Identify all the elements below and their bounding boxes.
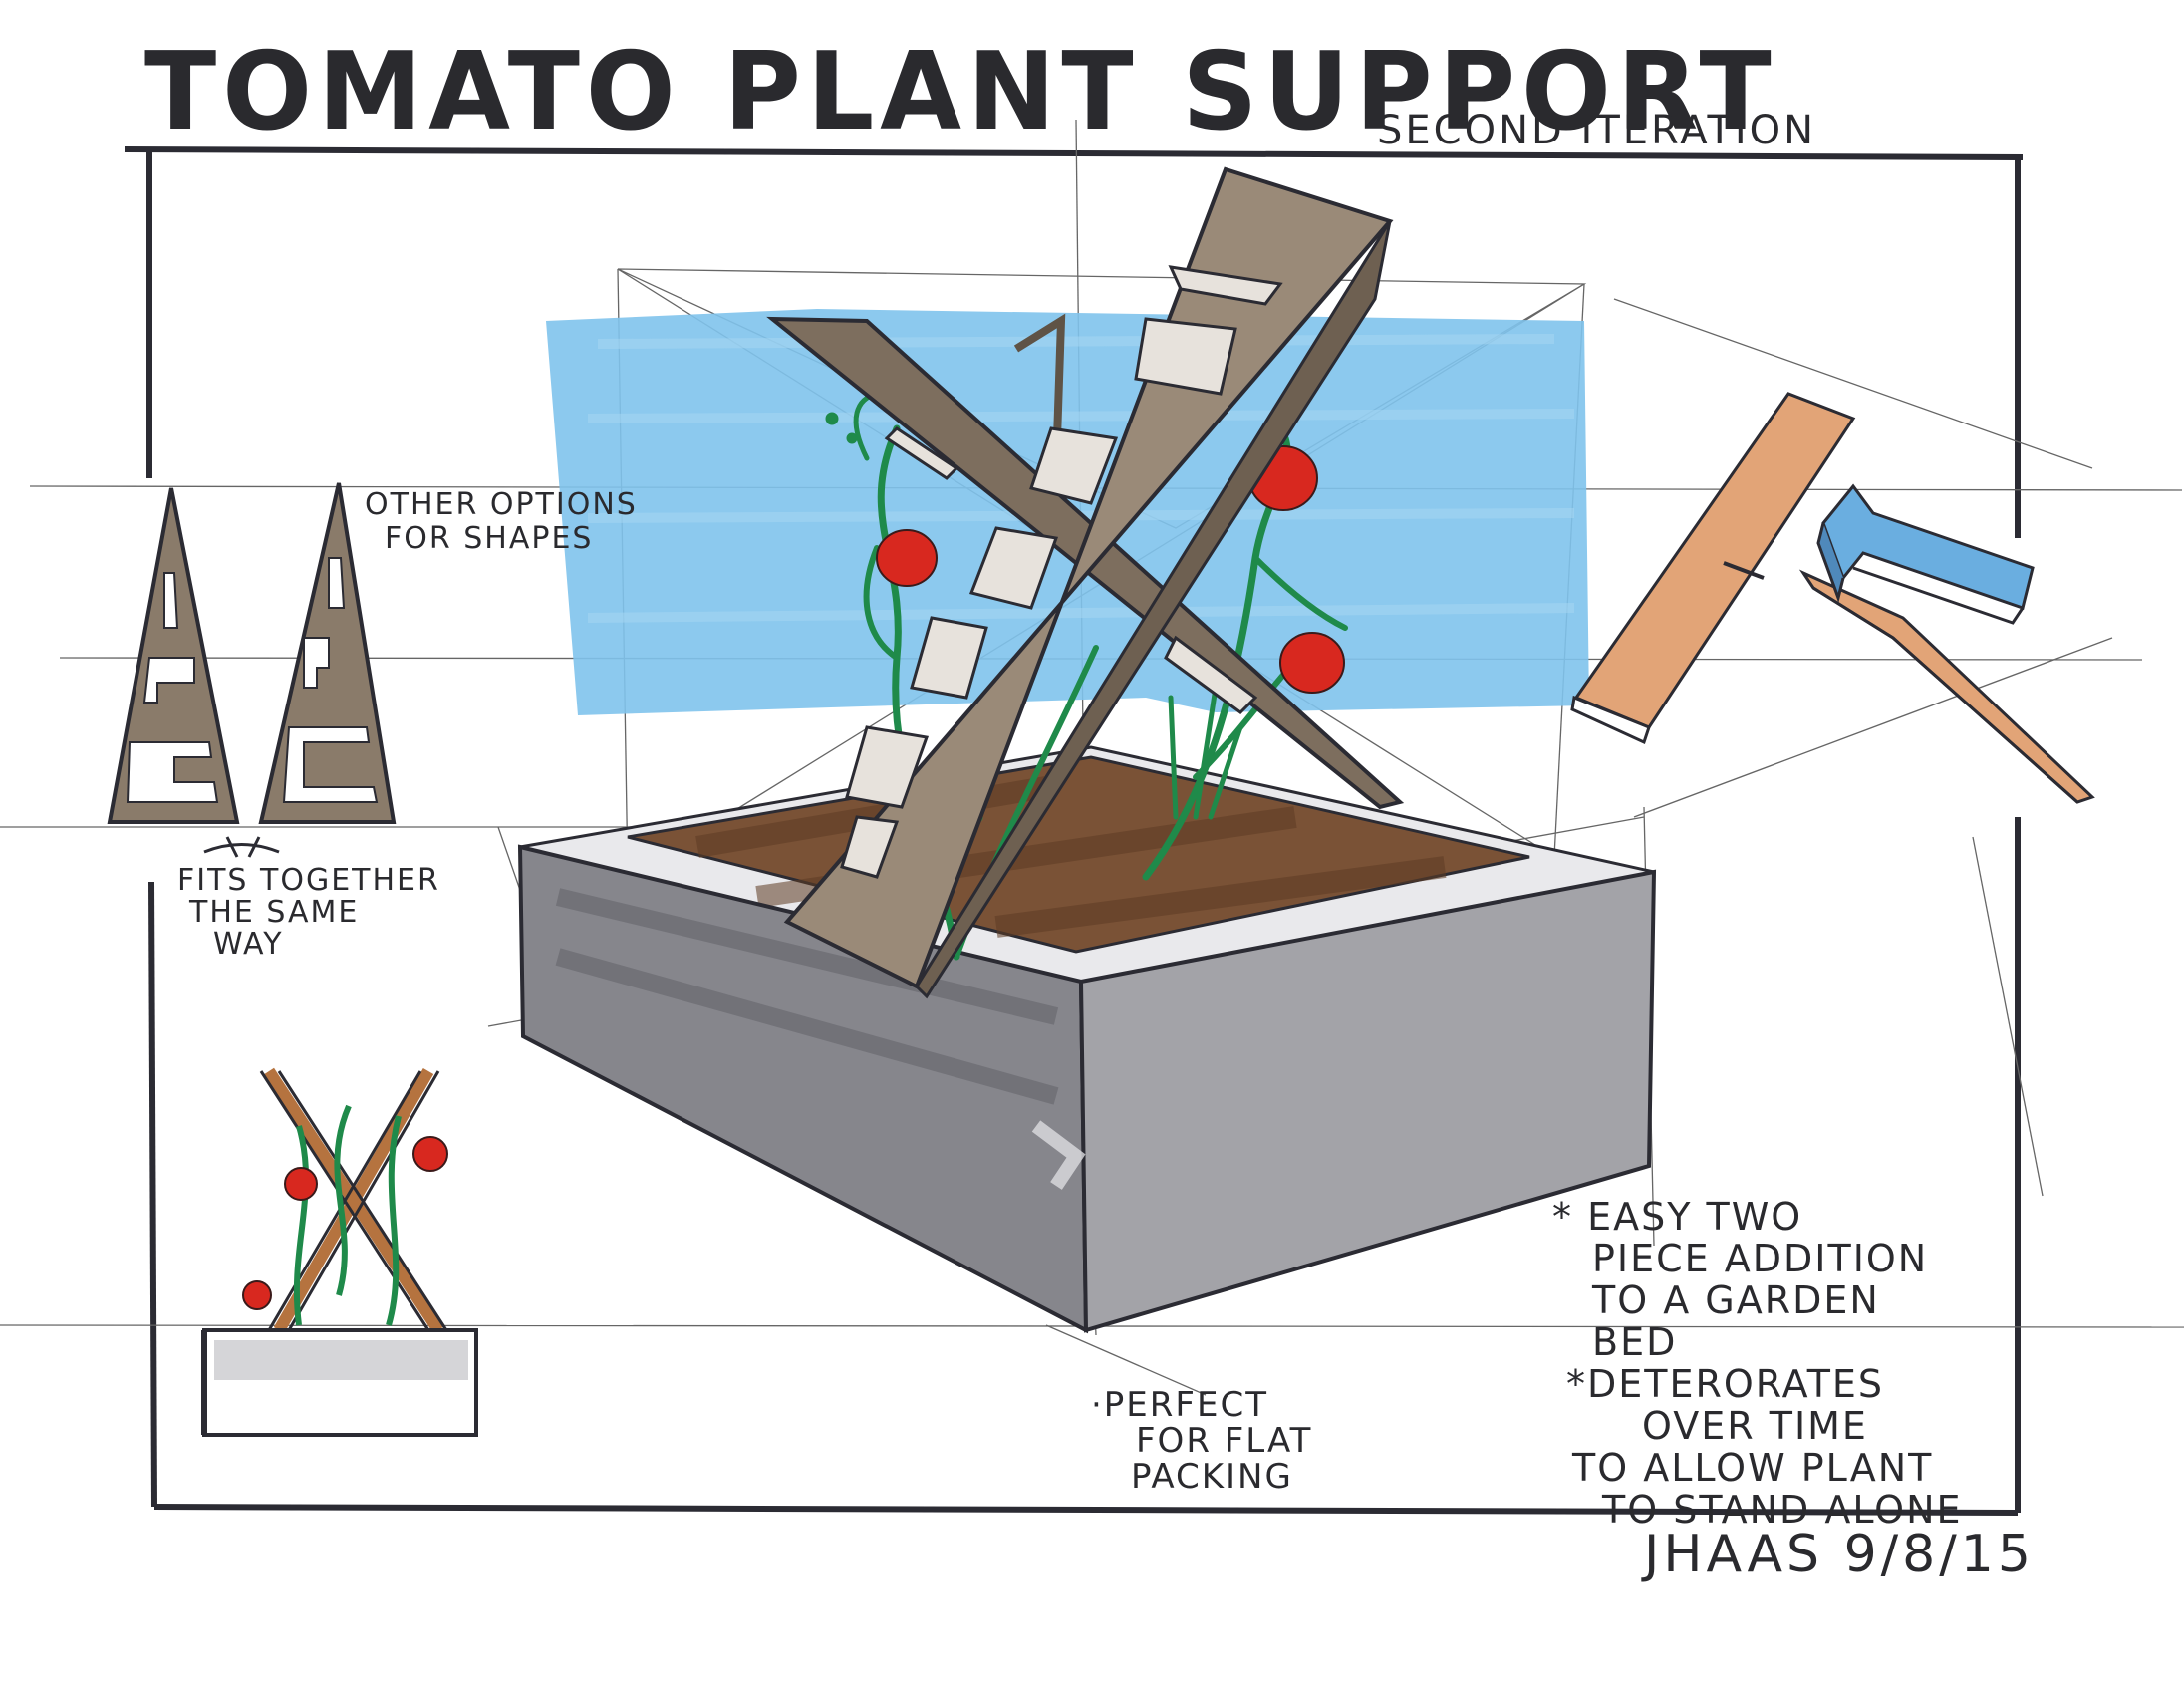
signature: JHAAS 9/8/15 — [1644, 1525, 2035, 1584]
note-line: OVER TIME — [1642, 1404, 1868, 1448]
note-line: TO A GARDEN — [1592, 1278, 1880, 1322]
subtitle: SECOND ITERATION — [1377, 108, 1817, 153]
note-line: FOR SHAPES — [385, 521, 594, 556]
note-line: PACKING — [1131, 1457, 1293, 1497]
note-line: TO ALLOW PLANT — [1572, 1446, 1934, 1490]
note-other-shapes: OTHER OPTIONS FOR SHAPES — [365, 488, 638, 556]
note-line: OTHER OPTIONS — [365, 487, 638, 522]
page-title: TOMATO PLANT SUPPORT — [144, 30, 1777, 154]
frame-border — [124, 146, 2024, 1516]
fits-together-icon — [203, 836, 280, 858]
note-line: BED — [1592, 1320, 1678, 1364]
note-line: TO STAND ALONE — [1602, 1488, 1963, 1532]
note-line: THE SAME — [189, 895, 360, 930]
note-easy-addition: * EASY TWO PIECE ADDITION TO A GARDEN BE… — [1552, 1196, 1963, 1531]
note-line: FOR FLAT — [1136, 1421, 1313, 1461]
x-support-boards — [766, 166, 1405, 999]
slot-detail — [1570, 392, 2095, 804]
note-line: * EASY TWO — [1552, 1195, 1803, 1239]
front-view-sketch — [201, 1067, 478, 1437]
note-line: *DETERORATES — [1566, 1362, 1885, 1406]
note-fits-together: FITS TOGETHER THE SAME WAY — [177, 865, 440, 961]
planter-box — [517, 745, 1657, 1334]
alternative-shapes — [107, 482, 397, 824]
note-line: PIECE ADDITION — [1592, 1237, 1929, 1280]
note-line: WAY — [213, 927, 284, 962]
note-line: ·PERFECT — [1091, 1385, 1268, 1425]
note-flat-packing: ·PERFECT FOR FLAT PACKING — [1091, 1387, 1312, 1495]
note-line: FITS TOGETHER — [177, 863, 440, 898]
